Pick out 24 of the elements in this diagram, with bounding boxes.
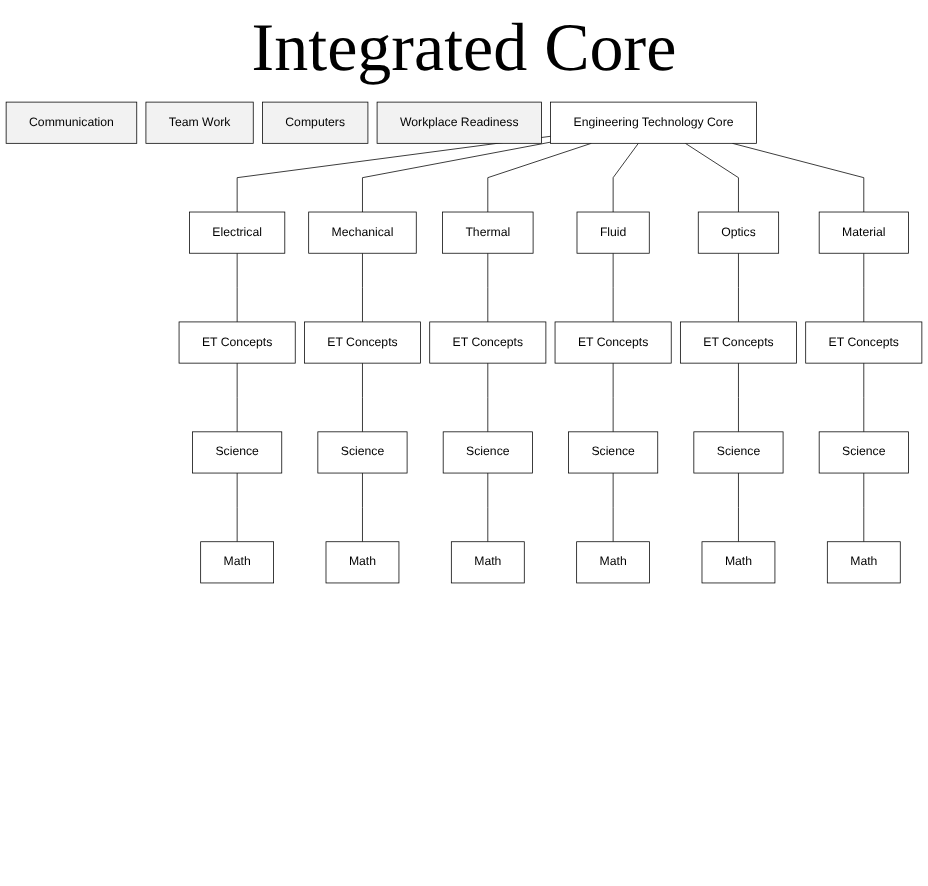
connector	[863, 362, 865, 433]
connector	[487, 362, 489, 433]
connector	[738, 252, 739, 323]
connector	[612, 362, 614, 433]
connector	[738, 362, 739, 433]
connector	[487, 142, 592, 213]
connector	[732, 142, 865, 213]
diagram-title: Integrated Core	[249, 12, 679, 88]
connector	[236, 362, 238, 433]
connector	[685, 142, 739, 213]
connector	[236, 252, 238, 323]
connector	[612, 252, 614, 323]
connector	[362, 141, 551, 213]
connector	[863, 252, 865, 323]
connector	[362, 472, 363, 543]
connector	[487, 472, 489, 543]
connector	[612, 142, 639, 213]
connector	[362, 252, 363, 323]
connector	[362, 362, 363, 433]
connector	[612, 472, 614, 543]
connector	[487, 252, 489, 323]
connector	[738, 472, 739, 543]
connector	[236, 472, 238, 543]
connector	[863, 472, 865, 543]
